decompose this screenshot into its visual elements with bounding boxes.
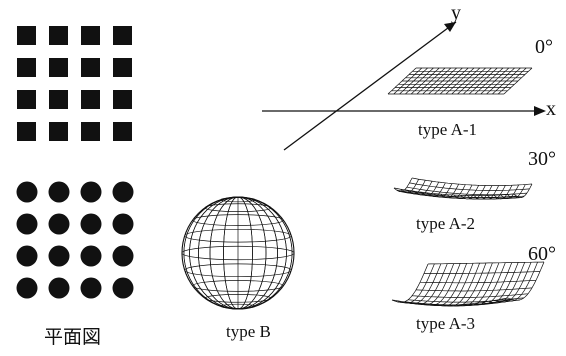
sphere-parallel [192,214,284,226]
dot-cell [80,213,102,235]
plate-a3-mesh-line [427,261,545,265]
y-axis-line [283,21,457,151]
square-cell [49,90,68,109]
dot-cell [80,277,102,299]
sphere-parallel [220,197,256,203]
plate-a3-mesh-line [501,261,538,302]
square-cell [17,122,36,141]
dot-cell [112,245,134,267]
plate-a3-mesh-line [403,299,521,306]
angle-label-0: 0° [535,36,553,58]
curved-plate-a2 [393,177,533,200]
curved-plate-a3 [391,261,545,307]
square-cell [49,122,68,141]
dot-cell [80,181,102,203]
dot-cell [112,277,134,299]
y-axis-label: y [451,2,461,24]
sphere-parallel [204,203,272,213]
dot-cell [16,213,38,235]
plate-a3-mesh-line [420,279,537,284]
dot-cell [16,181,38,203]
dot-grid [16,181,134,299]
dot-cell [112,181,134,203]
plate-a3-mesh-line [399,299,517,307]
angle-label-60: 60° [528,243,556,265]
square-cell [49,26,68,45]
square-cell [113,58,132,77]
square-cell [113,122,132,141]
type-a2-label: type A-2 [416,214,476,233]
plate-a3-mesh-line [424,271,541,274]
sphere-parallel [184,228,292,243]
plate-a3-mesh-line [398,263,435,304]
plate-a3-mesh-line [411,293,529,298]
sphere-parallel [192,280,284,292]
sphere-meridian [183,196,293,310]
flat-plate-a1 [387,67,533,95]
plate-a3-mesh-line [507,261,545,301]
square-grid [17,26,132,141]
square-cell [81,58,100,77]
square-cell [81,90,100,109]
dot-cell [16,245,38,267]
type-a3-label: type A-3 [416,314,476,333]
square-cell [81,26,100,45]
dot-cell [80,245,102,267]
angle-label-30: 30° [528,148,556,170]
plate-a2-mesh-line [409,182,530,191]
plate-a3-mesh-line [415,287,533,292]
x-axis-label: x [546,98,556,120]
sphere-parallel [220,303,256,309]
sphere-parallel [181,245,295,261]
plate-a2-mesh-line [401,191,522,200]
dot-cell [112,213,134,235]
square-cell [17,90,36,109]
square-cell [113,90,132,109]
plate-a2-mesh-line [513,183,533,198]
sphere-parallel [204,293,272,303]
square-cell [49,58,68,77]
type-a1-label: type A-1 [418,120,478,139]
dot-cell [16,277,38,299]
y-axis-arrowhead [444,22,456,32]
square-cell [113,26,132,45]
dot-cell [48,245,70,267]
dot-cell [48,213,70,235]
axes [262,21,546,151]
dot-cell [48,181,70,203]
square-cell [17,26,36,45]
wireframe-sphere [181,196,295,310]
dot-cell [48,277,70,299]
plate-a2-mesh-line [411,177,533,186]
x-axis-arrowhead [534,106,546,116]
square-cell [17,58,36,77]
sphere-parallel [184,263,292,278]
square-cell [81,122,100,141]
plate-a2-mesh-line [404,189,525,198]
plate-a2-mesh-line [406,186,527,196]
plate-a2-mesh-line [393,187,515,196]
type-b-label: type B [226,322,271,341]
plan-view-label: 平面図 [44,327,102,348]
plate-a3-mesh-line [407,297,525,303]
